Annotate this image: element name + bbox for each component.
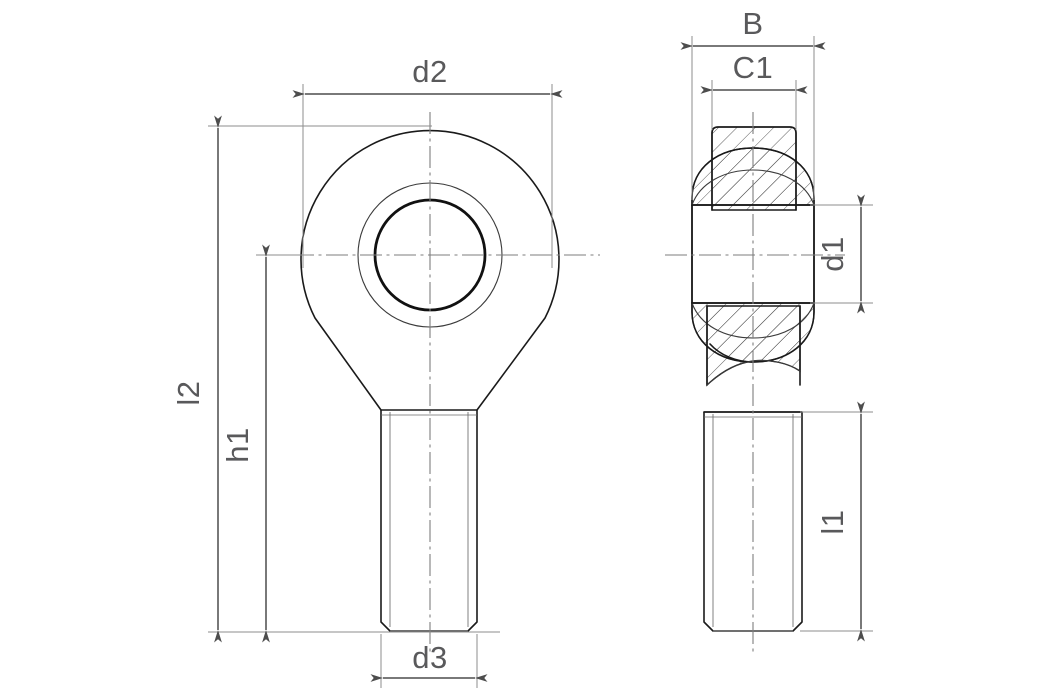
dimension-l1: l1 [800,401,873,642]
dimension-l2: l2 [171,115,500,643]
dimension-C1: C1 [700,50,808,130]
dimension-d1: d1 [810,194,873,314]
dimension-label-h1: h1 [220,427,255,462]
dimension-d2: d2 [292,54,563,268]
dimension-B: B [680,6,826,200]
front-view-threaded-shank [380,409,478,632]
dimension-label-d3: d3 [412,640,447,675]
dimension-d3: d3 [370,634,488,688]
front-view-body-outline [300,129,560,411]
dimension-label-d2: d2 [412,54,447,89]
dimension-label-l1: l1 [815,509,850,534]
dimension-label-C1: C1 [733,50,774,85]
dimension-h1: h1 [220,244,310,643]
dimension-label-B: B [742,6,763,41]
dimension-label-l2: l2 [171,380,206,405]
front-view: d2 l2 h1 d3 [171,54,600,688]
side-view: B C1 d1 l1 [665,6,873,655]
dimension-label-d1: d1 [815,236,850,271]
side-view-outlines [691,126,815,386]
